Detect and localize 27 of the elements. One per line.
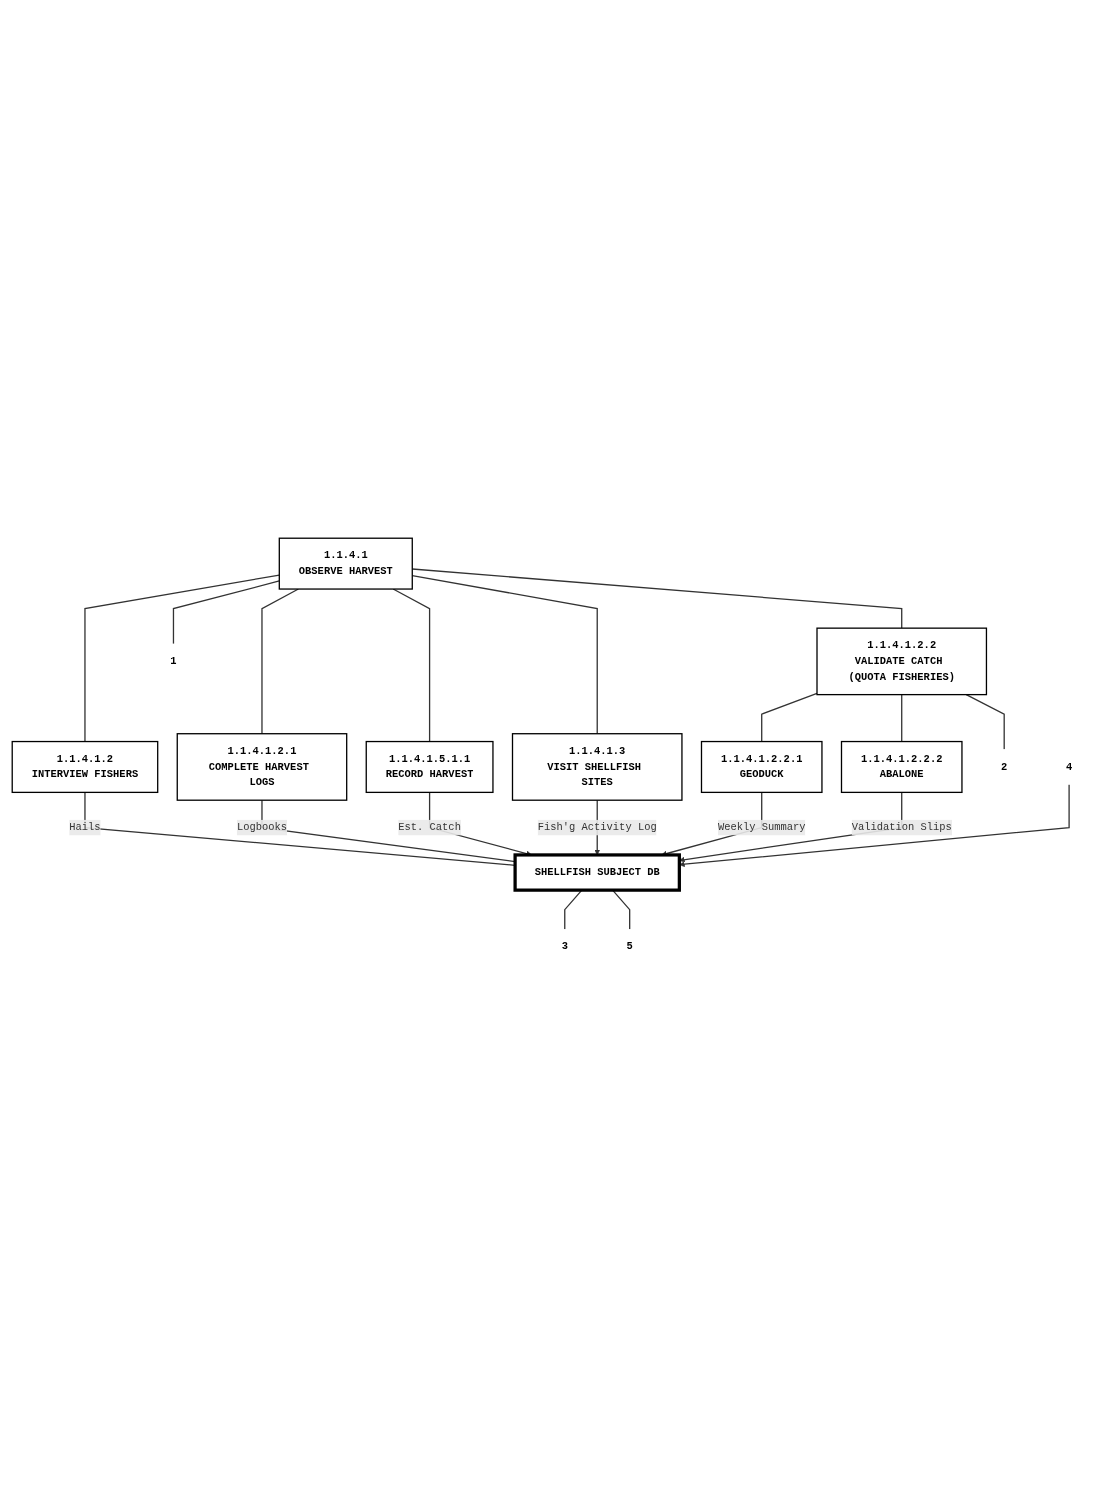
edge-label: Weekly Summary bbox=[717, 821, 806, 834]
edge-label: Hails bbox=[68, 821, 101, 834]
flowchart: Hails Logbooks Est. Catch Fish'g Activity Log Weekly Summary Validation Slips 1.1.4.1 OBSERVE HARVEST 1.1.4.1.2 INTERVIEW FISHERS 1.1.4.1.2.1 COMPLETE HARVEST LOGS 1.1.4.1.5.1.1 RECORD HARVEST 1.1.4.1.3 VISIT SHELLFISH SITES 1.1.4.1.2.2 VALIDATE CATCH (QUOTA FISHERIES) 1.1.4.1.2.2.1 GEODUCK 1.1.4.1.2.2.2 ABALONE SHELLFISH SUBJECT DB 1 2 3 4 5 bbox=[6, 533, 1097, 970]
connector bbox=[411, 575, 598, 735]
node-text: 2 bbox=[1000, 761, 1007, 773]
edge-label: Logbooks bbox=[236, 821, 287, 834]
connector bbox=[260, 588, 299, 735]
connector bbox=[760, 692, 818, 743]
connector bbox=[900, 694, 902, 743]
node-text: 5 bbox=[626, 941, 633, 953]
node-box bbox=[840, 741, 963, 794]
node-box bbox=[512, 853, 681, 892]
connector bbox=[411, 568, 902, 629]
edge-label: Fish'g Activity Log bbox=[537, 821, 657, 834]
connector bbox=[392, 588, 430, 743]
node-box bbox=[176, 733, 347, 801]
node-text: 1 bbox=[169, 655, 177, 668]
node-box bbox=[700, 741, 823, 794]
node-box bbox=[278, 537, 413, 590]
edge-label: Est. Catch bbox=[397, 821, 461, 834]
node-text: 4 bbox=[1065, 761, 1072, 773]
node-box bbox=[511, 733, 683, 801]
edge-label: Validation Slips bbox=[851, 821, 952, 834]
node-box bbox=[815, 627, 987, 696]
node-text: 3 bbox=[561, 941, 568, 953]
node-box bbox=[11, 741, 158, 794]
node-box bbox=[365, 741, 494, 794]
